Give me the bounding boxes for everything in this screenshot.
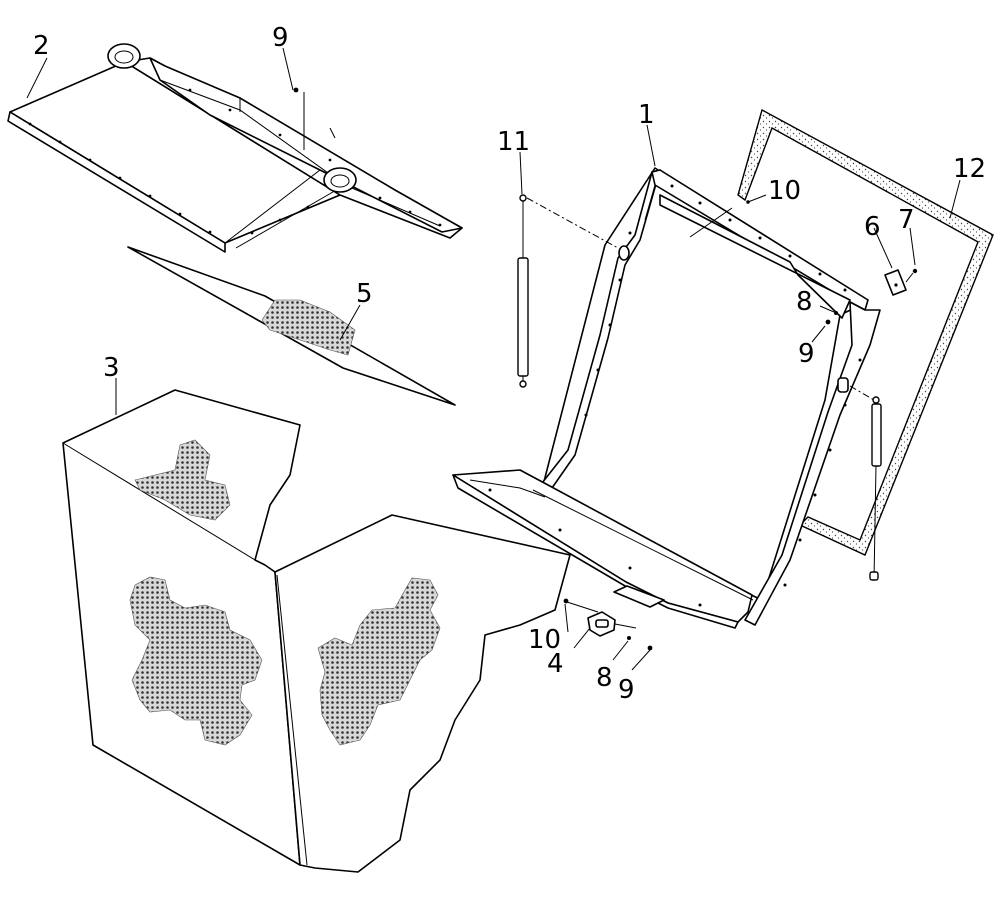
callout-8-latch: 8 [596, 663, 613, 693]
frame-pivot-right [837, 377, 849, 393]
door-frame-tray-lip [452, 474, 739, 629]
enclosure-right-mesh [317, 577, 441, 746]
lid-pivot-ring-rear [107, 43, 141, 69]
lid-frame-rail [149, 57, 463, 233]
callout-10-latch: 10 [528, 625, 561, 655]
door-frame-window [659, 194, 851, 319]
hinge-bracket-plate [884, 269, 907, 296]
callout-9-latch: 9 [618, 675, 635, 705]
callout-8-frame: 8 [796, 287, 813, 317]
callout-labels: 2 9 5 3 1 11 10 12 6 7 8 9 10 4 8 9 [33, 23, 986, 705]
gas-strut-left-cylinder [517, 257, 529, 377]
callout-3: 3 [103, 353, 120, 383]
screen-enclosure [62, 389, 571, 873]
gas-strut-right-cylinder [871, 403, 882, 467]
callout-6: 6 [864, 212, 881, 242]
mesh-strip-screen [261, 299, 356, 356]
gas-strut-left [517, 194, 619, 388]
door-frame-tab [613, 585, 665, 608]
callout-11: 11 [497, 127, 530, 157]
callout-12: 12 [953, 154, 986, 184]
latch-assembly [563, 598, 653, 651]
enclosure-top-mesh [134, 439, 231, 521]
callout-10-frame: 10 [768, 176, 801, 206]
door-frame [452, 167, 881, 629]
callout-7: 7 [898, 205, 915, 235]
callout-2: 2 [33, 31, 50, 61]
callout-9-lid: 9 [272, 23, 289, 53]
enclosure-left-mesh [129, 576, 263, 746]
callout-1: 1 [638, 100, 655, 130]
callout-4: 4 [547, 649, 564, 679]
gas-strut-right [849, 385, 882, 581]
leader-lines [26, 47, 961, 671]
mesh-strip [127, 246, 456, 406]
callout-5: 5 [356, 279, 373, 309]
frame-pivot-left [618, 245, 630, 261]
lid-assembly [7, 43, 463, 253]
callout-9-frame: 9 [798, 339, 815, 369]
lid-plate-edge [7, 111, 226, 253]
hinge-bracket [884, 268, 918, 296]
enclosure-right-panel [274, 514, 571, 873]
lid-pivot-ring-front [323, 167, 357, 193]
door-seal-frame [737, 108, 994, 556]
